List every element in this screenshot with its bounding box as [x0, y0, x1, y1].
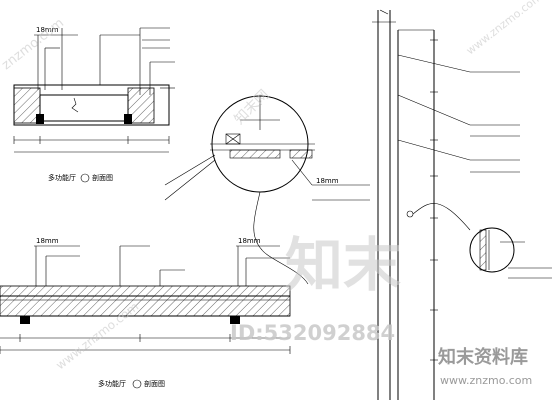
top-left-callout-label: 18mm	[36, 26, 59, 34]
bottom-callout-right-label: 18mm	[238, 237, 261, 245]
section-top-suffix: 剖面图	[92, 173, 113, 182]
section-bottom-suffix: 剖面图	[144, 379, 165, 388]
watermarks: 知末 ID:532092884 知末资料库 www.znzmo.com znzm…	[0, 0, 545, 387]
bottom-section: 18mm 18mm 多功能厅 剖面图	[0, 237, 291, 389]
watermark-big-text: 知末	[285, 231, 401, 299]
wall-ticks	[430, 39, 438, 361]
right-elevation	[372, 9, 552, 400]
watermark-top-right: www.znzmo.com	[464, 0, 545, 57]
circle-callout-label: 18mm	[316, 177, 339, 185]
watermark-id-text: ID:532092884	[230, 321, 395, 345]
bottom-callout-left-label: 18mm	[36, 237, 59, 245]
section-bottom-title: 多功能厅	[98, 379, 126, 388]
circle-detail: 18mm	[164, 95, 370, 285]
watermark-brand-url: www.znzmo.com	[440, 374, 532, 387]
section-top-title: 多功能厅	[48, 173, 76, 182]
watermark-diag-top-left: znzmo.com	[0, 16, 67, 73]
top-left-section: 18mm 多功能厅 剖面图	[13, 26, 175, 183]
watermark-vertical-cn: 知末网	[231, 86, 273, 128]
watermark-brand-cn: 知末资料库	[438, 346, 528, 368]
